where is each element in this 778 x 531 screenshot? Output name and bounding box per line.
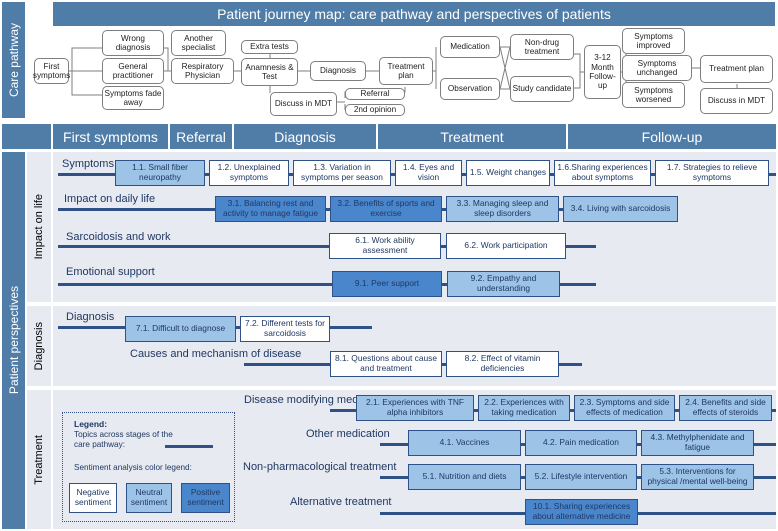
section-title-sarcoidosis-work: Sarcoidosis and work	[66, 231, 171, 243]
section-title-emotional-support: Emotional support	[66, 266, 155, 278]
stage-first-symptoms: First symptoms	[53, 124, 168, 149]
topic-3-2: 3.2. Benefits of sports and exercise	[330, 196, 442, 222]
topic-1-5: 1.5. Weight changes	[466, 160, 550, 186]
topic-7-1: 7.1. Difficult to diagnose	[125, 316, 236, 342]
topic-1-2: 1.2. Unexplained symptoms	[209, 160, 289, 186]
node-wrong-diagnosis: Wrong diagnosis	[102, 30, 164, 56]
legend-negative: Negative sentiment	[69, 483, 117, 513]
topic-1-3: 1.3. Variation in symptoms per season	[293, 160, 391, 186]
topic-3-3: 3.3. Managing sleep and sleep disorders	[446, 196, 559, 222]
topic-2-3: 2.3. Symptoms and side effects of medica…	[574, 395, 675, 421]
stage-diagnosis: Diagnosis	[234, 124, 376, 149]
topic-8-2: 8.2. Effect of vitamin deficiencies	[446, 351, 559, 377]
topic-6-2: 6.2. Work participation	[446, 233, 566, 259]
section-title-disease-modifying: Disease modifying medication	[244, 394, 391, 406]
pathway-line-emotional	[58, 283, 596, 286]
topic-3-4: 3.4. Living with sarcoidosis	[563, 196, 678, 222]
node-study-candidate: Study candidate	[510, 76, 574, 102]
legend-neutral: Neutral sentiment	[126, 483, 172, 513]
patient-perspectives-label: Patient perspectives	[6, 286, 21, 395]
topic-2-2: 2.2. Experiences with taking medication	[478, 395, 570, 421]
stage-follow-up: Follow-up	[568, 124, 776, 149]
legend-title: Legend:	[74, 419, 108, 429]
node-anamnesis-test: Anamnesis & Test	[241, 58, 298, 86]
topic-10-1: 10.1. Sharing experiences about alternat…	[525, 499, 638, 525]
node-symptoms-fade-away: Symptoms fade away	[102, 86, 164, 110]
topic-5-1: 5.1. Nutrition and diets	[408, 464, 521, 490]
group-impact-label-bg: Impact on life	[27, 152, 51, 302]
section-title-symptoms: Symptoms	[62, 158, 114, 170]
node-diagnosis: Diagnosis	[310, 61, 366, 81]
node-symptoms-improved: Symptoms improved	[622, 28, 685, 54]
node-first-symptoms: First symptoms	[33, 58, 70, 84]
section-title-alternative: Alternative treatment	[290, 496, 392, 508]
page-title: Patient journey map: care pathway and pe…	[217, 6, 611, 22]
legend-line-label: Topics across stages of the care pathway…	[74, 430, 173, 449]
legend-sentiment-title: Sentiment analysis color legend:	[74, 463, 192, 472]
title-bar: Patient journey map: care pathway and pe…	[53, 2, 775, 26]
section-title-non-pharma: Non-pharmacological treatment	[243, 461, 397, 473]
section-title-impact-daily-life: Impact on daily life	[64, 193, 156, 205]
group-treatment-label-bg: Treatment	[27, 390, 51, 529]
topic-2-1: 2.1. Experiences with TNF alpha inhibito…	[356, 395, 474, 421]
stage-header-corner	[2, 124, 51, 149]
node-follow-up: 3-12 Month Follow-up	[584, 45, 621, 99]
topic-9-1: 9.1. Peer support	[332, 271, 442, 297]
node-respiratory-physician: Respiratory Physician	[171, 58, 234, 84]
topic-1-7: 1.7. Strategies to relieve symptoms	[655, 160, 769, 186]
node-symptoms-worsened: Symptoms worsened	[622, 82, 685, 108]
stage-referral: Referral	[170, 124, 232, 149]
node-discuss-in-mdt: Discuss in MDT	[270, 92, 337, 116]
care-pathway-band: Care pathway	[2, 2, 25, 118]
stage-treatment: Treatment	[378, 124, 566, 149]
legend: Legend: Topics across stages of the care…	[62, 412, 235, 522]
section-title-causes: Causes and mechanism of disease	[130, 348, 302, 360]
section-title-diagnosis: Diagnosis	[66, 311, 115, 323]
legend-line-sample	[165, 445, 213, 448]
node-another-specialist: Another specialist	[171, 30, 226, 56]
group-diagnosis-label: Diagnosis	[33, 321, 45, 371]
node-discuss-in-mdt-2: Discuss in MDT	[700, 88, 773, 114]
patient-perspectives-band: Patient perspectives	[2, 152, 25, 529]
topic-8-1: 8.1. Questions about cause and treatment	[330, 351, 442, 377]
topic-3-1: 3.1. Balancing rest and activity to mana…	[215, 196, 326, 222]
node-general-practitioner: General practitioner	[102, 58, 164, 84]
legend-positive: Positive sentiment	[181, 483, 230, 513]
node-treatment-plan-2: Treatment plan	[700, 55, 773, 83]
group-impact-label: Impact on life	[33, 194, 45, 260]
node-referral: Referral	[345, 88, 405, 100]
topic-2-4: 2.4. Benefits and side effects of steroi…	[679, 395, 772, 421]
node-treatment-plan: Treatment plan	[379, 57, 433, 85]
pathway-line-work	[58, 245, 596, 248]
node-medication: Medication	[440, 36, 500, 58]
pathway-line-daily-life	[58, 208, 596, 211]
node-extra-tests: Extra tests	[241, 40, 298, 54]
topic-1-6: 1.6.Sharing experiences about symptoms	[554, 160, 651, 186]
topic-9-2: 9.2. Empathy and understanding	[447, 271, 560, 297]
topic-4-3: 4.3. Methylphenidate and fatigue	[641, 430, 754, 456]
node-second-opinion: 2nd opinion	[345, 104, 405, 116]
node-non-drug-treatment: Non-drug treatment	[510, 34, 574, 60]
topic-1-4: 1.4. Eyes and vision	[395, 160, 462, 186]
node-observation: Observation	[440, 78, 500, 100]
topic-1-1: 1.1. Small fiber neuropathy	[115, 160, 205, 186]
topic-5-3: 5.3. Interventions for physical /mental …	[641, 464, 754, 490]
topic-4-2: 4.2. Pain medication	[525, 430, 637, 456]
topic-5-2: 5.2. Lifestyle intervention	[525, 464, 637, 490]
group-diagnosis-label-bg: Diagnosis	[27, 306, 51, 386]
group-treatment-label: Treatment	[33, 434, 45, 485]
topic-6-1: 6.1. Work ability assessment	[329, 233, 441, 259]
section-title-other-medication: Other medication	[306, 428, 390, 440]
topic-4-1: 4.1. Vaccines	[408, 430, 521, 456]
topic-7-2: 7.2. Different tests for sarcoidosis	[240, 316, 330, 342]
node-symptoms-unchanged: Symptoms unchanged	[622, 55, 692, 81]
